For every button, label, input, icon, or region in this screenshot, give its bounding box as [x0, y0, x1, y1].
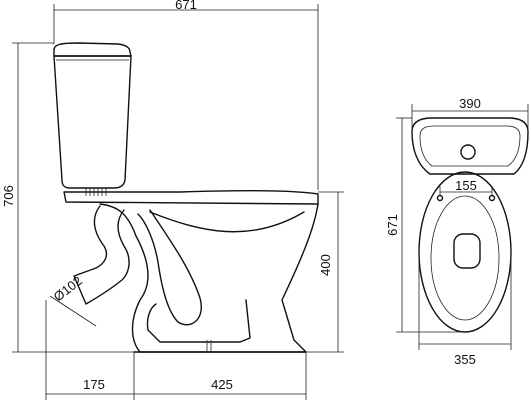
dim-tank-width: 390 [459, 96, 481, 111]
hinge-hole-left [436, 194, 444, 202]
base-center-mark [206, 340, 212, 352]
side-view [53, 42, 319, 353]
trap-channel [137, 209, 202, 326]
drain-opening [453, 233, 481, 269]
side-dimensions: 671 706 400 175 425 Ø102 [1, 0, 344, 400]
flush-button [460, 144, 476, 160]
dim-outlet-offset: 175 [83, 377, 105, 392]
dim-outlet-diameter: Ø102 [51, 273, 85, 304]
dim-outlet-height: 400 [318, 254, 333, 276]
bowl-rim [63, 189, 319, 205]
top-tank-inner [419, 125, 521, 167]
dim-hole-spacing: 155 [455, 178, 477, 193]
top-bowl-inner [430, 195, 500, 321]
outlet-pipe [73, 205, 130, 305]
tank-body [53, 55, 132, 189]
bowl-foot [146, 299, 251, 343]
inner-bowl [149, 211, 305, 233]
dim-top-view-depth: 671 [385, 214, 400, 236]
dim-overall-height: 706 [1, 185, 16, 207]
dim-base-length: 425 [211, 377, 233, 392]
top-dimensions: 390 155 671 355 [385, 96, 529, 367]
tank-lid [53, 42, 132, 57]
hinge-hole-right [488, 194, 496, 202]
bowl-shell [99, 203, 319, 353]
dim-base-width: 355 [454, 352, 476, 367]
dim-overall-length: 671 [175, 0, 197, 12]
